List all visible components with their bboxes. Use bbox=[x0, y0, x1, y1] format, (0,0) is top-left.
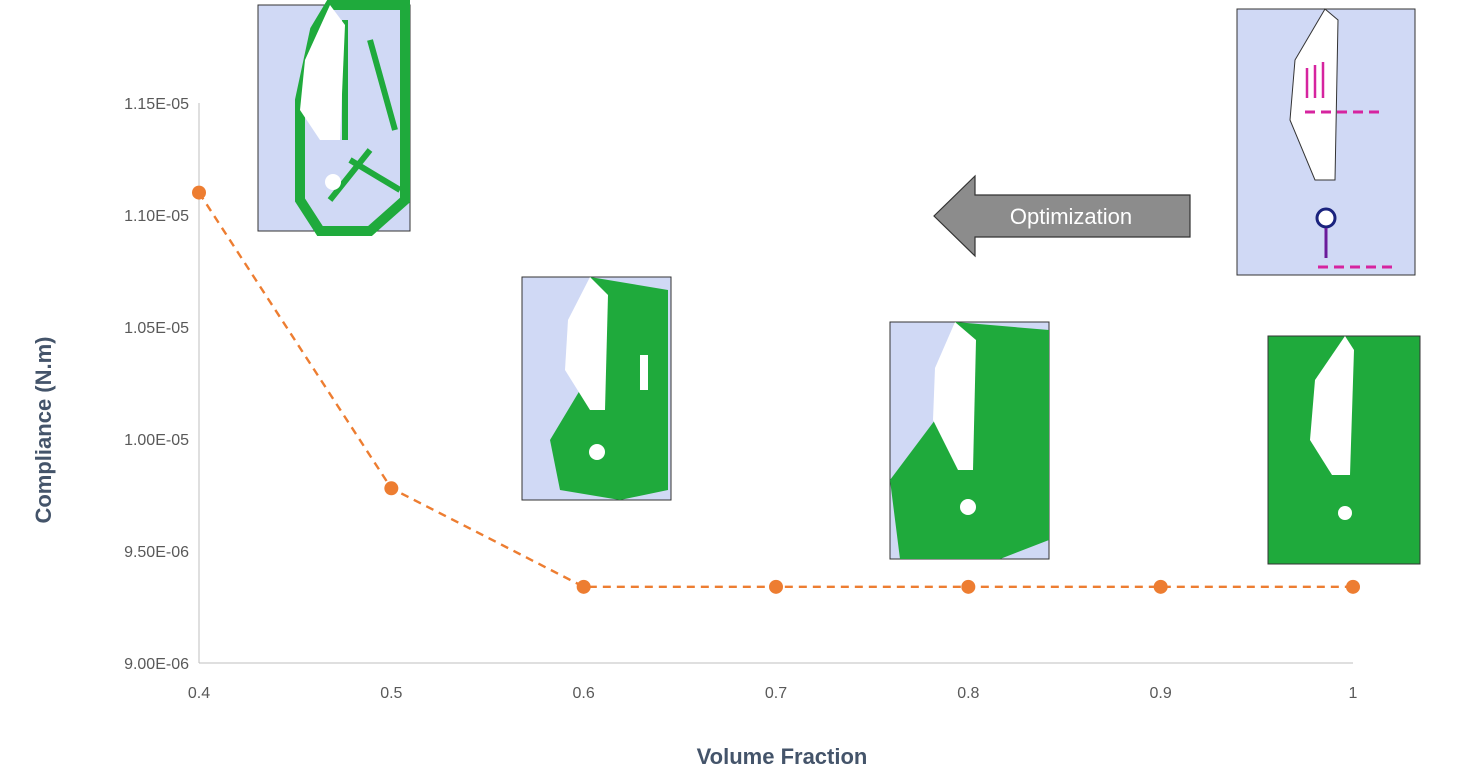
topology-result-image-vf-0.6 bbox=[521, 276, 672, 501]
x-tick-label: 0.4 bbox=[188, 685, 210, 702]
data-point bbox=[1153, 579, 1168, 594]
series-compliance bbox=[192, 185, 1360, 594]
arrow-left-icon bbox=[933, 174, 1191, 258]
x-tick-label: 0.7 bbox=[765, 685, 787, 702]
y-tick-label: 1.10E-05 bbox=[124, 208, 189, 225]
y-tick-label: 9.00E-06 bbox=[124, 656, 189, 673]
topology-result-image-vf-0.8 bbox=[889, 321, 1050, 560]
y-tick-labels: 9.00E-06 9.50E-06 1.00E-05 1.05E-05 1.10E-05… bbox=[124, 96, 189, 673]
y-tick-label: 1.15E-05 bbox=[124, 96, 189, 113]
x-tick-label: 1 bbox=[1349, 685, 1358, 702]
series-line bbox=[197, 191, 1353, 588]
x-tick-label: 0.6 bbox=[573, 685, 595, 702]
topology-result-image-vf-1.0 bbox=[1267, 335, 1421, 565]
x-tick-label: 0.9 bbox=[1150, 685, 1172, 702]
y-tick-label: 1.05E-05 bbox=[124, 320, 189, 337]
x-axis-title: Volume Fraction bbox=[697, 744, 868, 769]
optimization-arrow: Optimization bbox=[933, 174, 1191, 258]
data-point bbox=[576, 579, 591, 594]
x-tick-label: 0.8 bbox=[957, 685, 979, 702]
y-tick-label: 9.50E-06 bbox=[124, 544, 189, 561]
data-point bbox=[192, 185, 206, 200]
data-point bbox=[961, 579, 976, 594]
data-point bbox=[1346, 579, 1360, 594]
initial-design-domain-image bbox=[1236, 8, 1416, 276]
optimization-label: Optimization bbox=[1010, 204, 1132, 229]
topology-result-image-vf-0.4 bbox=[257, 0, 411, 236]
data-point bbox=[384, 481, 399, 496]
data-point bbox=[769, 579, 783, 594]
x-tick-labels: 0.4 0.5 0.6 0.7 0.8 0.9 1 bbox=[188, 685, 1358, 702]
y-axis-title: Compliance (N.m) bbox=[31, 336, 56, 523]
x-tick-label: 0.5 bbox=[380, 685, 402, 702]
y-tick-label: 1.00E-05 bbox=[124, 432, 189, 449]
